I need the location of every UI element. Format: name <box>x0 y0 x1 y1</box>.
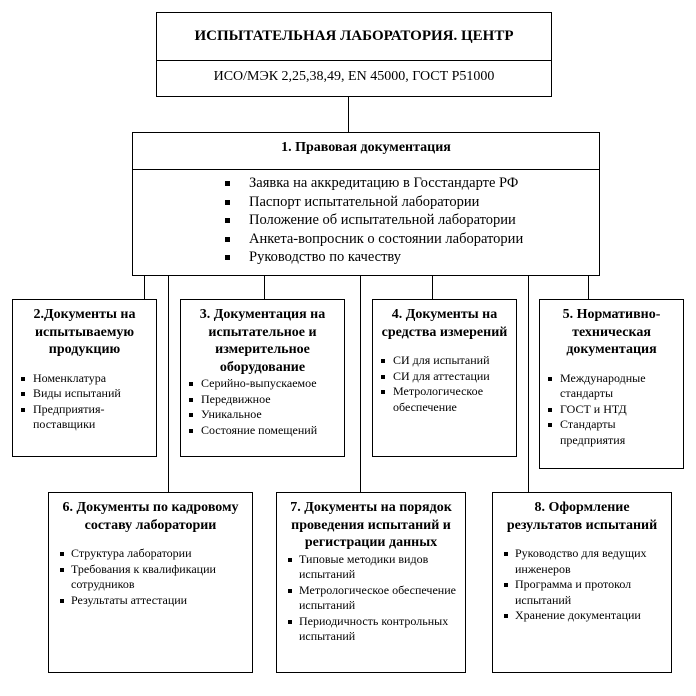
list-item: Анкета-вопросник о состоянии лаборатории <box>225 230 599 249</box>
list-item: Передвижное <box>181 392 344 408</box>
section-item-list: Типовые методики видов испытаний Метроло… <box>277 552 465 645</box>
list-item: Паспорт испытательной лаборатории <box>225 193 599 212</box>
list-item: Международные стандарты <box>540 371 683 402</box>
list-item: Уникальное <box>181 407 344 423</box>
section-measuring-instruments: 4. Документы на средства измерений СИ дл… <box>372 299 517 457</box>
section-staff-documents: 6. Документы по кадровому составу лабора… <box>48 492 253 673</box>
connector-s1-to-s6 <box>168 276 169 492</box>
section-item-list: Структура лаборатории Требования к квали… <box>49 546 252 608</box>
laboratory-header-box: ИСПЫТАТЕЛЬНАЯ ЛАБОРАТОРИЯ. ЦЕНТР ИСО/МЭК… <box>156 12 552 97</box>
list-item: Хранение документации <box>493 608 671 624</box>
connector-s1-to-s3 <box>264 276 265 299</box>
list-item: Руководство для ведущих инженеров <box>493 546 671 577</box>
list-item: СИ для аттестации <box>373 369 516 385</box>
list-item: Стандарты предприятия <box>540 417 683 448</box>
section-title: 7. Документы на порядок проведения испыт… <box>290 500 452 550</box>
section-title: 1. Правовая документация <box>133 133 599 170</box>
laboratory-title: ИСПЫТАТЕЛЬНАЯ ЛАБОРАТОРИЯ. ЦЕНТР <box>157 13 551 61</box>
section-title: 6. Документы по кадровому составу лабора… <box>62 500 239 533</box>
list-item: Метрологическое обеспечение <box>373 384 516 415</box>
list-item: Структура лаборатории <box>49 546 252 562</box>
list-item: Результаты аттестации <box>49 593 252 609</box>
section-legal-documentation: 1. Правовая документация Заявка на аккре… <box>132 132 600 276</box>
section-equipment-documentation: 3. Документация на испытательное и измер… <box>180 299 345 457</box>
list-item: Заявка на аккредитацию в Госстандарте РФ <box>225 174 599 193</box>
section-item-list: Руководство для ведущих инженеров Програ… <box>493 546 671 624</box>
list-item: Номенклатура <box>13 371 156 387</box>
list-item: Предприятия-поставщики <box>13 402 156 433</box>
section-normative-documentation: 5. Нормативно-техническая документация М… <box>539 299 684 469</box>
section-title: 3. Документация на испытательное и измер… <box>199 307 326 375</box>
section-results-registration: 8. Оформление результатов испытаний Руко… <box>492 492 672 673</box>
section-title: 5. Нормативно-техническая документация <box>562 307 661 357</box>
list-item: СИ для испытаний <box>373 353 516 369</box>
section-item-list: Серийно-выпускаемое Передвижное Уникальн… <box>181 376 344 438</box>
connector-s1-to-s5 <box>588 276 589 299</box>
list-item: Руководство по качеству <box>225 248 599 267</box>
list-item: Состояние помещений <box>181 423 344 439</box>
standards-line: ИСО/МЭК 2,25,38,49, EN 45000, ГОСТ Р5100… <box>213 69 495 84</box>
list-item: Требования к квалификации сотрудников <box>49 562 252 593</box>
section-item-list: СИ для испытаний СИ для аттестации Метро… <box>373 353 516 415</box>
section-testing-procedure-documents: 7. Документы на порядок проведения испыт… <box>276 492 466 673</box>
section-title: 4. Документы на средства измерений <box>381 307 508 340</box>
list-item: Программа и протокол испытаний <box>493 577 671 608</box>
list-item: Виды испытаний <box>13 386 156 402</box>
connector-s1-to-s2 <box>144 276 145 299</box>
list-item: ГОСТ и НТД <box>540 402 683 418</box>
list-item: Серийно-выпускаемое <box>181 376 344 392</box>
section-item-list: Заявка на аккредитацию в Госстандарте РФ… <box>225 174 599 267</box>
connector-header-to-s1 <box>348 97 349 132</box>
section-title: 2.Документы на испытываемую продукцию <box>33 307 136 357</box>
section-product-documents: 2.Документы на испытываемую продукцию Но… <box>12 299 157 457</box>
section-title: 8. Оформление результатов испытаний <box>506 500 658 533</box>
list-item: Положение об испытательной лаборатории <box>225 211 599 230</box>
list-item: Типовые методики видов испытаний <box>277 552 465 583</box>
connector-s1-to-s7 <box>360 276 361 492</box>
section-item-list: Международные стандарты ГОСТ и НТД Станд… <box>540 371 683 449</box>
list-item: Метрологическое обеспечение испытаний <box>277 583 465 614</box>
section-item-list: Номенклатура Виды испытаний Предприятия-… <box>13 371 156 433</box>
list-item: Периодичность контрольных испытаний <box>277 614 465 645</box>
connector-s1-to-s4 <box>432 276 433 299</box>
connector-s1-to-s8 <box>528 276 529 492</box>
